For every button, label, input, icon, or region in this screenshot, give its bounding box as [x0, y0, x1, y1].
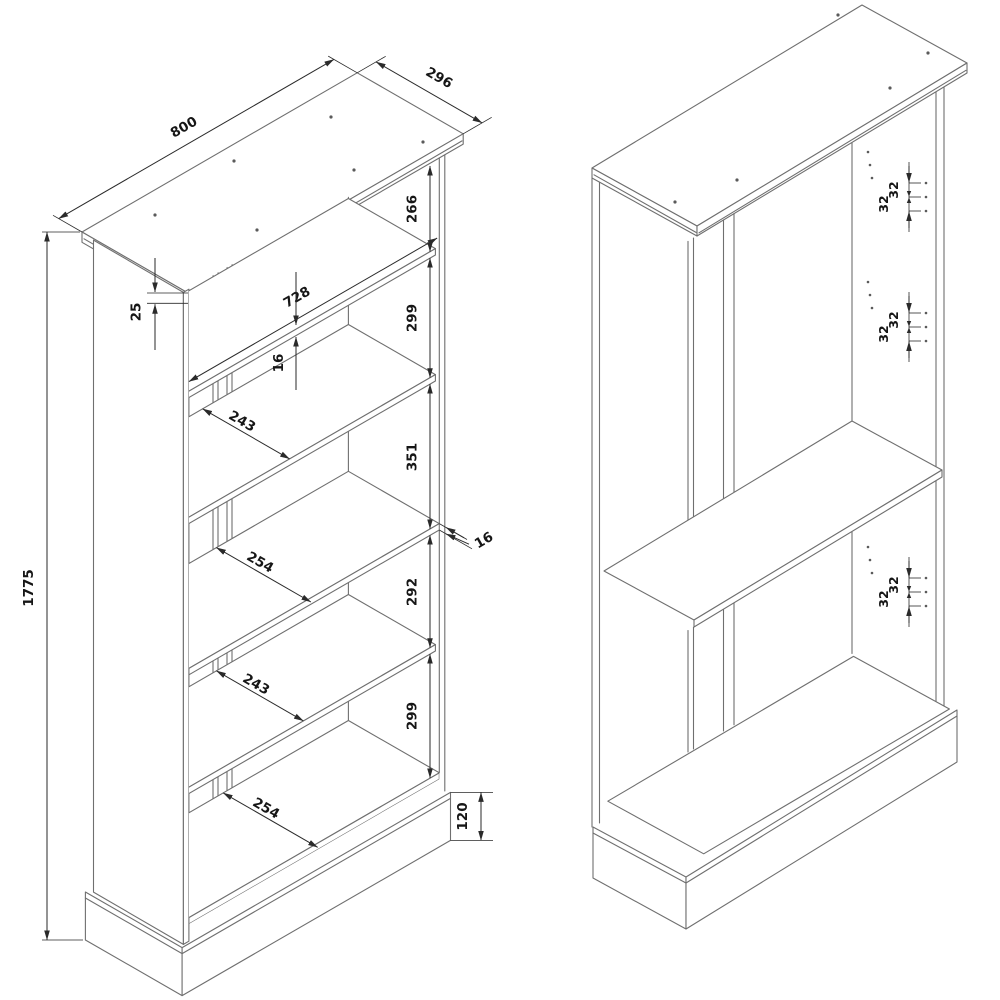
dim-overall-height-1775: 1775 [21, 231, 83, 941]
hole-group-top: 32 32 [866, 150, 928, 232]
rear-right-side-edges [935, 86, 945, 715]
dim-label-hole-pitch: 32 [886, 311, 901, 328]
dim-label-gap-lower: 292 [405, 578, 421, 606]
hole-group-lower: 32 32 [866, 545, 928, 627]
rear-battens [687, 213, 735, 753]
rear-plinth [592, 709, 958, 930]
hole-group-upper: 32 32 [866, 280, 928, 362]
dim-label-top-width: 800 [168, 114, 200, 142]
dim-gap-middle-351: 351 [405, 383, 433, 530]
left-side-front-edge [182, 288, 190, 945]
dim-shelf-thickness-16: 16 [271, 272, 299, 390]
dim-top-thickness-25: 25 [129, 258, 188, 350]
dim-gap-bottom-299: 299 [405, 653, 433, 779]
dim-label-shelf-thickness: 16 [271, 354, 287, 373]
dim-gap-lower-292: 292 [405, 534, 433, 649]
dim-label-gap-upper: 299 [405, 304, 421, 332]
dim-gap-top-266: 266 [405, 165, 433, 252]
rear-top-panel-top-face [591, 4, 968, 227]
rear-top-panel [591, 4, 968, 237]
right-side-front-edge [438, 154, 446, 792]
dim-label-gap-bottom: 299 [405, 702, 421, 730]
dim-label-overall-height: 1775 [21, 569, 37, 607]
dim-gap-upper-299: 299 [405, 257, 433, 379]
rear-fixed-shelf [603, 420, 943, 628]
dim-label-hole-pitch: 32 [876, 195, 891, 212]
dim-label-hole-pitch: 32 [886, 576, 901, 593]
front-view: 800 296 1775 25 728 266 [21, 55, 496, 997]
dim-label-top-depth: 296 [423, 64, 455, 92]
dim-label-hole-pitch: 32 [876, 325, 891, 342]
rear-screw-hole-dots [673, 13, 930, 204]
dim-label-plinth-height: 120 [455, 802, 471, 830]
dim-label-gap-top: 266 [405, 195, 421, 223]
rear-view: 32 32 32 32 [591, 4, 968, 930]
dim-label-fixed-shelf-thickness: 16 [472, 529, 496, 552]
dim-label-hole-pitch: 32 [876, 590, 891, 607]
dim-plinth-height-120: 120 [450, 792, 493, 841]
dim-label-hole-pitch: 32 [886, 181, 901, 198]
rear-bottom-panel [607, 655, 950, 855]
dim-label-gap-middle: 351 [405, 443, 421, 471]
rear-left-side-edges [591, 177, 601, 828]
dim-label-top-thickness: 25 [129, 303, 145, 322]
left-side-panel [92, 239, 184, 945]
dim-fixed-shelf-thickness-16: 16 [439, 523, 496, 552]
